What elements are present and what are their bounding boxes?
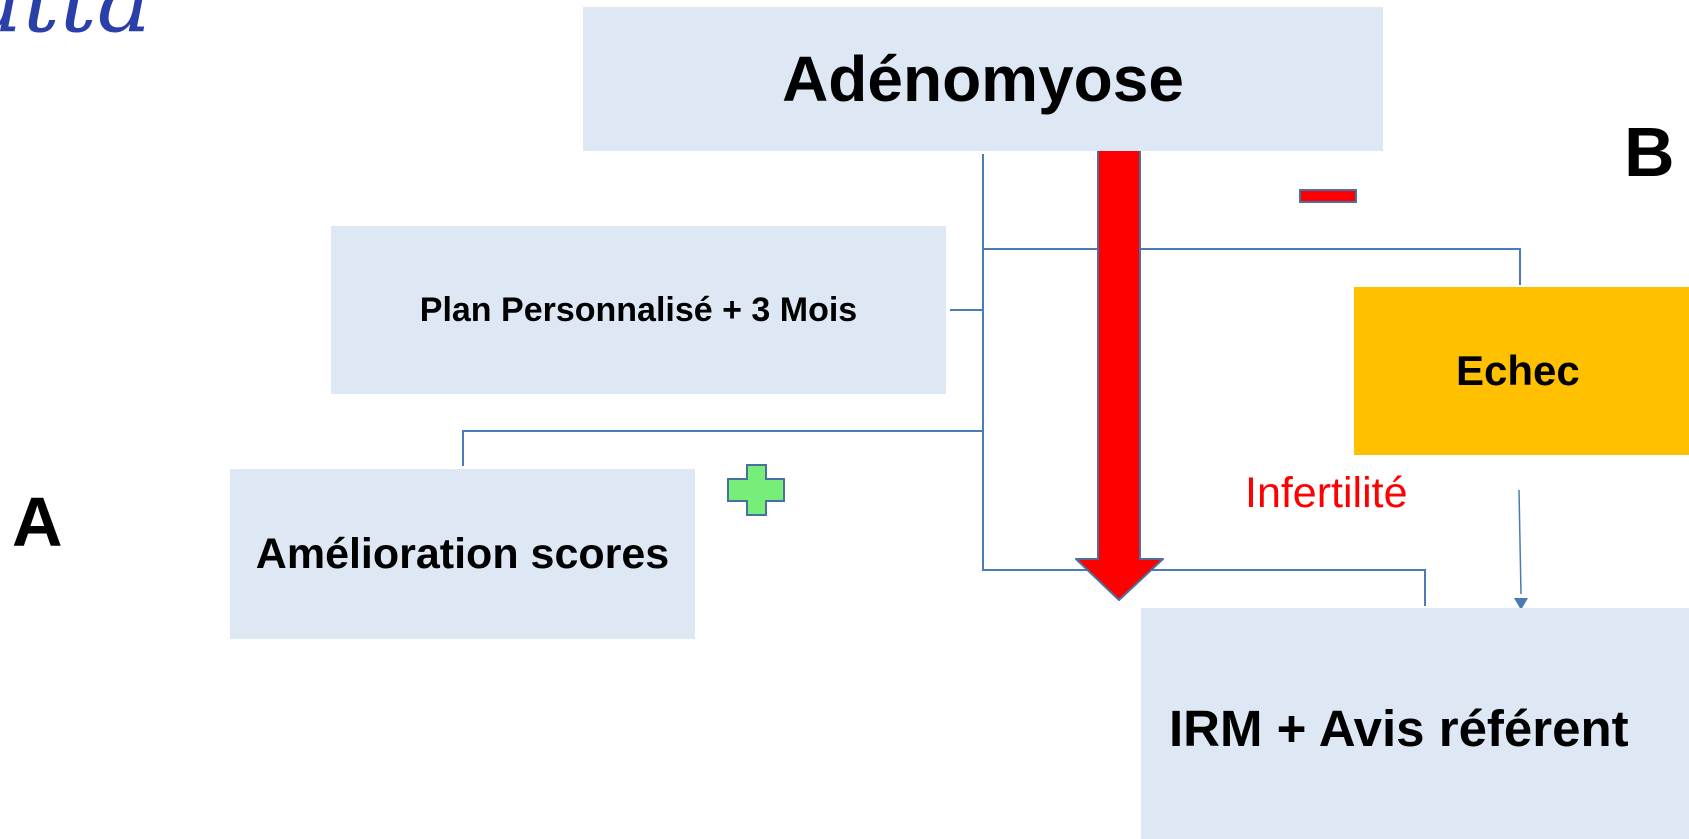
plan-label: Plan Personnalisé + 3 Mois xyxy=(419,290,858,329)
plan-box: Plan Personnalisé + 3 Mois xyxy=(331,226,946,394)
section-label-b: B xyxy=(1624,113,1675,191)
big-down-arrow-icon xyxy=(1075,142,1164,601)
plus-icon xyxy=(727,464,785,516)
connector-to-failure xyxy=(983,248,1521,285)
improvement-box: Amélioration scores xyxy=(230,469,695,639)
section-label-a: A xyxy=(12,483,63,561)
root-label: Adénomyose xyxy=(782,43,1184,115)
failure-box: Echec xyxy=(1354,287,1689,455)
connector-to-improvement xyxy=(462,430,983,466)
mri-box: IRM + Avis référent xyxy=(1141,608,1689,839)
logo: atta xyxy=(0,0,152,46)
arrowhead-small xyxy=(1514,598,1528,610)
root-box: Adénomyose xyxy=(583,7,1383,151)
infertility-label: Infertilité xyxy=(1245,469,1408,517)
minus-icon xyxy=(1299,189,1357,203)
failure-label: Echec xyxy=(1456,347,1580,394)
improvement-label: Amélioration scores xyxy=(255,529,670,578)
connector-failure-to-mri xyxy=(1518,489,1522,595)
mri-label: IRM + Avis référent xyxy=(1169,700,1629,757)
connector-trunk xyxy=(982,154,1426,606)
